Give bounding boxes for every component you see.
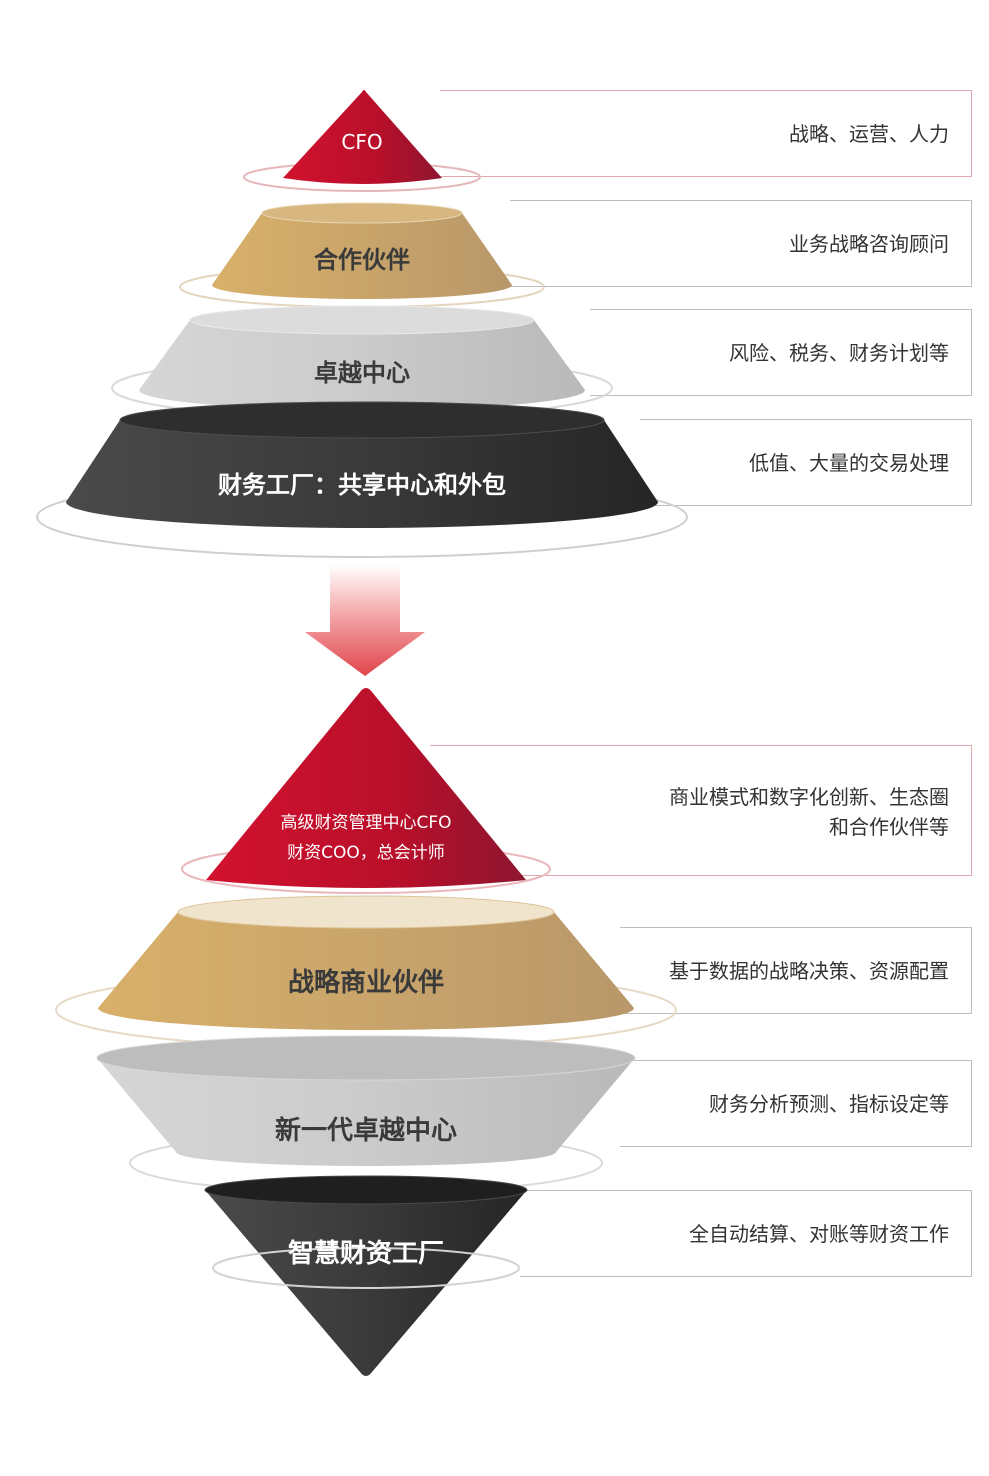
- top-tier-2-top-face: [261, 202, 463, 224]
- bottom-tier-4-cone: [205, 1176, 527, 1376]
- bottom-tier-3-top-face: [96, 1035, 636, 1081]
- top-tier-3-title: 卓越中心: [314, 359, 410, 387]
- top-tier-1-cone: [283, 90, 442, 184]
- top-tier-1-label-box: 战略、运营、人力: [440, 90, 972, 177]
- bottom-tier-1-description: 商业模式和数字化创新、生态圈 和合作伙伴等: [669, 785, 949, 839]
- bottom-tier-3-label-box: 财务分析预测、指标设定等: [620, 1060, 972, 1147]
- bottom-tier-2-frustum: [98, 896, 634, 1030]
- bottom-tier-4-label-box: 全自动结算、对账等财资工作: [520, 1190, 972, 1277]
- top-tier-4-label-box: 低值、大量的交易处理: [640, 419, 972, 506]
- top-tier-3-description: 风险、税务、财务计划等: [729, 341, 949, 365]
- down-arrow-icon: [305, 565, 425, 676]
- bottom-tier-2-top-face: [177, 895, 555, 929]
- top-tier-4-description: 低值、大量的交易处理: [749, 451, 949, 475]
- top-tier-2-frustum: [212, 203, 512, 299]
- bottom-tier-2-label-box: 基于数据的战略决策、资源配置: [620, 927, 972, 1014]
- bottom-tier-1-title-line2: 财资COO，总会计师: [287, 843, 445, 863]
- top-tier-2-label-box: 业务战略咨询顾问: [510, 200, 972, 287]
- top-tier-1-title: CFO: [341, 130, 383, 154]
- bottom-tier-4-description: 全自动结算、对账等财资工作: [689, 1222, 949, 1246]
- bottom-tier-4-top-face: [204, 1175, 528, 1205]
- bottom-tier-2-description: 基于数据的战略决策、资源配置: [669, 959, 949, 983]
- top-tier-4-top-face: [119, 401, 605, 439]
- bottom-tier-1-label-box: 商业模式和数字化创新、生态圈 和合作伙伴等: [430, 745, 972, 876]
- top-tier-2-title: 合作伙伴: [314, 246, 410, 274]
- top-tier-2-description: 业务战略咨询顾问: [789, 232, 949, 256]
- top-tier-3-label-box: 风险、税务、财务计划等: [590, 309, 972, 396]
- top-tier-4-title: 财务工厂：共享中心和外包: [218, 471, 506, 499]
- top-tier-3-top-face: [189, 305, 535, 335]
- top-tier-1-description: 战略、运营、人力: [789, 122, 949, 146]
- bottom-tier-3-title: 新一代卓越中心: [274, 1116, 457, 1146]
- bottom-tier-4-ring: [212, 1247, 520, 1289]
- bottom-tier-1-cone: [206, 688, 526, 888]
- top-tier-3-frustum: [139, 306, 585, 410]
- bottom-tier-2-title: 战略商业伙伴: [287, 968, 444, 998]
- bottom-tier-1-title-line1: 高级财资管理中心CFO: [280, 813, 452, 833]
- bottom-tier-4-title: 智慧财资工厂: [287, 1239, 444, 1269]
- bottom-tier-3-description: 财务分析预测、指标设定等: [709, 1092, 949, 1116]
